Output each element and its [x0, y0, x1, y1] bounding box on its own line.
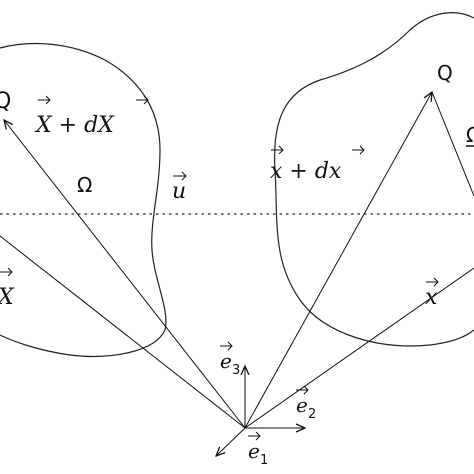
- svg-text:X: X: [0, 285, 15, 310]
- svg-text:2: 2: [308, 407, 316, 422]
- vector-X-plus-dX: [4, 120, 246, 429]
- left-region-label: Ω: [77, 173, 92, 197]
- right-point-label: Q: [437, 61, 453, 85]
- vector-x-plus-dx: [244, 92, 432, 429]
- left-vector-top-label: X + dX: [34, 95, 149, 138]
- basis-e1-arrow: [216, 427, 246, 456]
- right-vector-top-label: x + dx: [270, 145, 365, 184]
- right-body-outline: [273, 12, 474, 347]
- vector-Q-to-right: [431, 91, 474, 197]
- left-point-label: Q: [0, 89, 11, 114]
- basis-e3-label: e 3: [220, 341, 240, 378]
- right-region-label: Ω: [466, 123, 474, 147]
- svg-text:x + dx: x + dx: [270, 159, 342, 184]
- vector-X: [0, 235, 246, 429]
- left-vector-bottom-label: X: [0, 267, 15, 310]
- svg-text:X + dX: X + dX: [34, 113, 115, 138]
- right-vector-bottom-label: x: [425, 277, 439, 310]
- svg-text:u: u: [172, 179, 186, 204]
- vector-x: [244, 267, 474, 429]
- displacement-label: u: [172, 171, 187, 204]
- svg-text:1: 1: [260, 453, 268, 468]
- svg-text:e: e: [248, 439, 260, 463]
- svg-text:x: x: [425, 285, 438, 310]
- basis-e1-label: e 1: [248, 431, 268, 468]
- left-body-outline: [0, 42, 167, 358]
- basis-e2-label: e 2: [296, 385, 316, 422]
- svg-text:3: 3: [232, 363, 240, 378]
- svg-text:e: e: [296, 393, 308, 417]
- svg-text:e: e: [220, 349, 232, 373]
